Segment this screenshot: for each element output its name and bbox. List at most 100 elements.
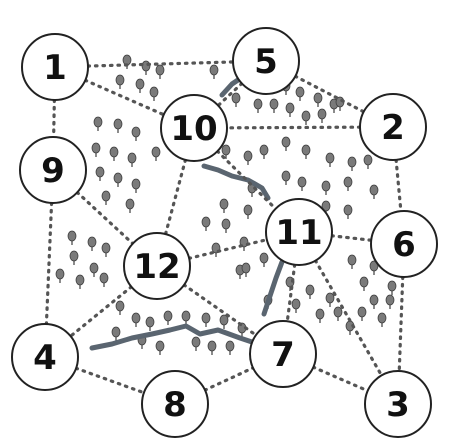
tree-icon xyxy=(241,262,251,277)
tree-icon xyxy=(151,146,161,161)
node-circle xyxy=(123,232,191,300)
edge-9-12 xyxy=(75,190,135,246)
edge-10-12 xyxy=(163,158,188,236)
node-circle xyxy=(265,198,333,266)
tree-icon xyxy=(163,310,173,325)
tree-icon xyxy=(115,74,125,89)
node-label: 12 xyxy=(133,247,180,287)
edge-8-7 xyxy=(203,366,255,392)
node-label: 2 xyxy=(381,108,405,148)
node-11[interactable]: 11 xyxy=(265,198,333,266)
edge-7-3 xyxy=(311,365,370,393)
tree-icon xyxy=(347,254,357,269)
node-circle xyxy=(141,370,209,438)
edge-2-10 xyxy=(225,125,362,130)
tree-icon xyxy=(269,98,279,113)
tree-icon xyxy=(93,116,103,131)
tree-icon xyxy=(99,272,109,287)
tree-icon xyxy=(281,136,291,151)
tree-icon xyxy=(387,280,397,295)
tree-icon xyxy=(363,154,373,169)
node-label: 11 xyxy=(275,213,322,253)
tree-icon xyxy=(333,306,343,321)
tree-icon xyxy=(369,294,379,309)
tree-icon xyxy=(115,300,125,315)
node-circle xyxy=(359,93,427,161)
node-label: 10 xyxy=(170,109,217,149)
tree-icon xyxy=(357,306,367,321)
node-7[interactable]: 7 xyxy=(249,320,317,388)
tree-icon xyxy=(131,178,141,193)
tree-icon xyxy=(321,180,331,195)
node-1[interactable]: 1 xyxy=(21,33,89,101)
node-3[interactable]: 3 xyxy=(364,370,432,438)
node-2[interactable]: 2 xyxy=(359,93,427,161)
tree-icon xyxy=(135,78,145,93)
edge-11-3 xyxy=(313,259,384,377)
tree-icon xyxy=(291,298,301,313)
tree-icon xyxy=(259,144,269,159)
tree-icon xyxy=(297,176,307,191)
tree-icon xyxy=(69,250,79,265)
tree-icon xyxy=(281,170,291,185)
edge-12-7 xyxy=(182,283,258,337)
node-4[interactable]: 4 xyxy=(11,323,79,391)
tree-icon xyxy=(91,142,101,157)
tree-icon xyxy=(201,312,211,327)
tree-icon xyxy=(343,204,353,219)
tree-icon xyxy=(75,274,85,289)
node-label: 6 xyxy=(392,225,416,265)
rivers xyxy=(89,77,285,351)
node-5[interactable]: 5 xyxy=(232,27,300,95)
tree-icon xyxy=(315,308,325,323)
node-circle xyxy=(19,136,87,204)
tree-icon xyxy=(122,54,132,69)
tree-icon xyxy=(127,152,137,167)
river-central xyxy=(201,163,271,201)
tree-icon xyxy=(295,86,305,101)
tree-icon xyxy=(301,144,311,159)
edge-10-11 xyxy=(215,149,278,211)
tree-icon xyxy=(113,172,123,187)
node-circle xyxy=(364,370,432,438)
node-12[interactable]: 12 xyxy=(123,232,191,300)
tree-icon xyxy=(55,268,65,283)
edge-11-6 xyxy=(330,234,373,242)
node-label: 5 xyxy=(254,42,278,82)
node-8[interactable]: 8 xyxy=(141,370,209,438)
tree-icon xyxy=(305,284,315,299)
tree-icon xyxy=(201,216,211,231)
tree-icon xyxy=(301,110,311,125)
river-east xyxy=(261,259,285,317)
edge-4-8 xyxy=(74,366,146,395)
edge-12-4 xyxy=(69,285,133,338)
tree-icon xyxy=(231,92,241,107)
node-circle xyxy=(21,33,89,101)
node-circle xyxy=(232,27,300,95)
node-10[interactable]: 10 xyxy=(160,94,228,162)
tree-icon xyxy=(219,314,229,329)
tree-icon xyxy=(253,98,263,113)
tree-icon xyxy=(343,176,353,191)
tree-icon xyxy=(369,184,379,199)
tree-icon xyxy=(359,276,369,291)
forest xyxy=(55,54,397,355)
node-9[interactable]: 9 xyxy=(19,136,87,204)
tree-icon xyxy=(221,144,231,159)
node-label: 7 xyxy=(271,335,295,375)
edge-11-7 xyxy=(285,263,297,323)
tree-icon xyxy=(87,236,97,251)
tree-icon xyxy=(89,262,99,277)
edge-1-9 xyxy=(52,98,56,139)
edge-12-11 xyxy=(187,238,269,260)
tree-icon xyxy=(209,64,219,79)
edge-2-6 xyxy=(394,158,403,213)
node-6[interactable]: 6 xyxy=(370,210,438,278)
node-label: 4 xyxy=(33,338,57,378)
edge-1-10 xyxy=(83,78,166,117)
tree-icon xyxy=(95,166,105,181)
tree-icon xyxy=(377,312,387,327)
tree-icon xyxy=(113,118,123,133)
